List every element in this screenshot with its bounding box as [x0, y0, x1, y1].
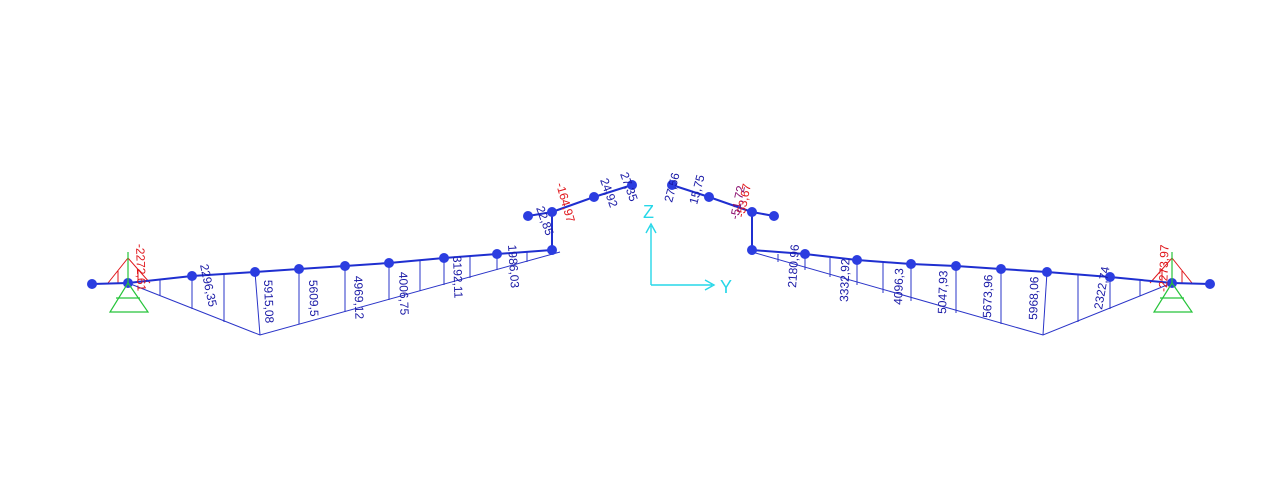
node	[187, 271, 197, 281]
node	[250, 267, 260, 277]
value-label: 4096,3	[891, 268, 906, 305]
value-label: 2180,96	[785, 244, 802, 289]
value-label: 24,92	[597, 176, 621, 209]
node	[523, 211, 533, 221]
node	[996, 264, 1006, 274]
value-label: 5047,93	[935, 270, 951, 314]
value-label: 27,35	[617, 170, 641, 203]
node	[747, 245, 757, 255]
reaction-label: -2272,61	[133, 244, 149, 292]
value-label: 5915,08	[261, 280, 277, 324]
reaction-label: -53,67	[733, 182, 754, 219]
value-label: 4006,75	[396, 272, 412, 316]
reaction-label: -51,72	[727, 184, 748, 221]
left-value-labels: 2296,35 5915,08 5609,5 4969,12 4006,75 3…	[133, 170, 641, 324]
node	[294, 264, 304, 274]
node	[1042, 267, 1052, 277]
node	[340, 261, 350, 271]
axis-z-label: Z	[643, 202, 654, 222]
right-support-icon	[1152, 252, 1194, 313]
node	[951, 261, 961, 271]
node	[627, 180, 637, 190]
node	[747, 207, 757, 217]
node	[547, 245, 557, 255]
value-label: 1986,03	[505, 244, 522, 289]
node	[769, 211, 779, 221]
value-label: 15,75	[686, 173, 707, 206]
node	[704, 192, 714, 202]
value-label: 3192,11	[450, 256, 465, 299]
value-label: 5968,06	[1026, 276, 1042, 320]
value-label: 2322,74	[1091, 265, 1112, 310]
right-moment-diagram	[751, 251, 1173, 336]
node	[667, 180, 677, 190]
node	[439, 253, 449, 263]
left-support-icon	[108, 252, 150, 313]
value-label: 3332,92	[837, 258, 853, 302]
node	[384, 258, 394, 268]
node	[589, 192, 599, 202]
node	[87, 279, 97, 289]
axis-triad	[645, 222, 716, 291]
node	[547, 207, 557, 217]
value-label: 4969,12	[351, 276, 367, 320]
node	[1105, 272, 1115, 282]
value-label: 5673,96	[980, 274, 996, 318]
value-label: 2296,35	[197, 263, 220, 309]
node	[1205, 279, 1215, 289]
value-label: 5609,5	[306, 280, 321, 317]
right-value-labels: 27,56 15,75 2180,96 3332,92 4096,3 5047,…	[661, 171, 1171, 320]
node	[852, 255, 862, 265]
node	[906, 259, 916, 269]
node	[492, 249, 502, 259]
nodes	[87, 180, 1215, 289]
right-frame	[671, 184, 1211, 285]
node	[800, 249, 810, 259]
left-frame	[91, 184, 633, 285]
axis-y-label: Y	[720, 277, 732, 297]
reaction-label: -164,97	[553, 181, 578, 224]
reaction-label: -2273,97	[1156, 244, 1172, 292]
